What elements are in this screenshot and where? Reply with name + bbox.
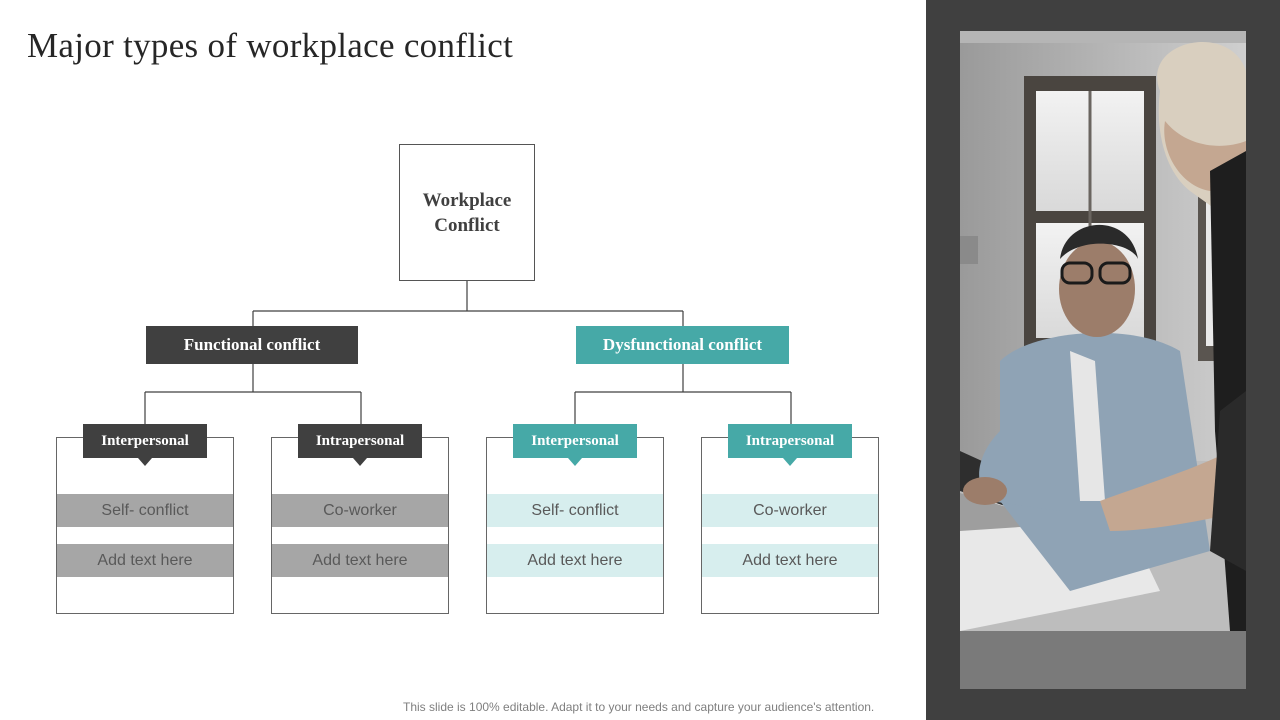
- row-dysfunctional-intrapersonal-1: Co-worker: [702, 494, 878, 527]
- row-functional-interpersonal-1: Self- conflict: [57, 494, 233, 527]
- footer-note: This slide is 100% editable. Adapt it to…: [403, 700, 875, 714]
- tag-dysfunctional-intrapersonal: Intrapersonal: [728, 424, 852, 466]
- branch-dysfunctional-conflict: Dysfunctional conflict: [576, 326, 789, 364]
- tag-dysfunctional-interpersonal: Interpersonal: [513, 424, 637, 466]
- row-dysfunctional-interpersonal-1: Self- conflict: [487, 494, 663, 527]
- root-node-line1: Workplace: [422, 189, 512, 211]
- row-dysfunctional-intrapersonal-2: Add text here: [702, 544, 878, 577]
- root-node-workplace-conflict: Workplace Conflict: [399, 144, 535, 281]
- root-node-line2: Conflict: [434, 214, 500, 236]
- row-functional-intrapersonal-1: Co-worker: [272, 494, 448, 527]
- tag-functional-intrapersonal: Intrapersonal: [298, 424, 422, 466]
- row-functional-intrapersonal-2: Add text here: [272, 544, 448, 577]
- row-dysfunctional-interpersonal-2: Add text here: [487, 544, 663, 577]
- branch-functional-conflict: Functional conflict: [146, 326, 358, 364]
- tag-functional-interpersonal: Interpersonal: [83, 424, 207, 466]
- row-functional-interpersonal-2: Add text here: [57, 544, 233, 577]
- office-photo-illustration: [960, 31, 1246, 689]
- slide-title: Major types of workplace conflict: [27, 26, 514, 65]
- office-photo: [960, 31, 1246, 689]
